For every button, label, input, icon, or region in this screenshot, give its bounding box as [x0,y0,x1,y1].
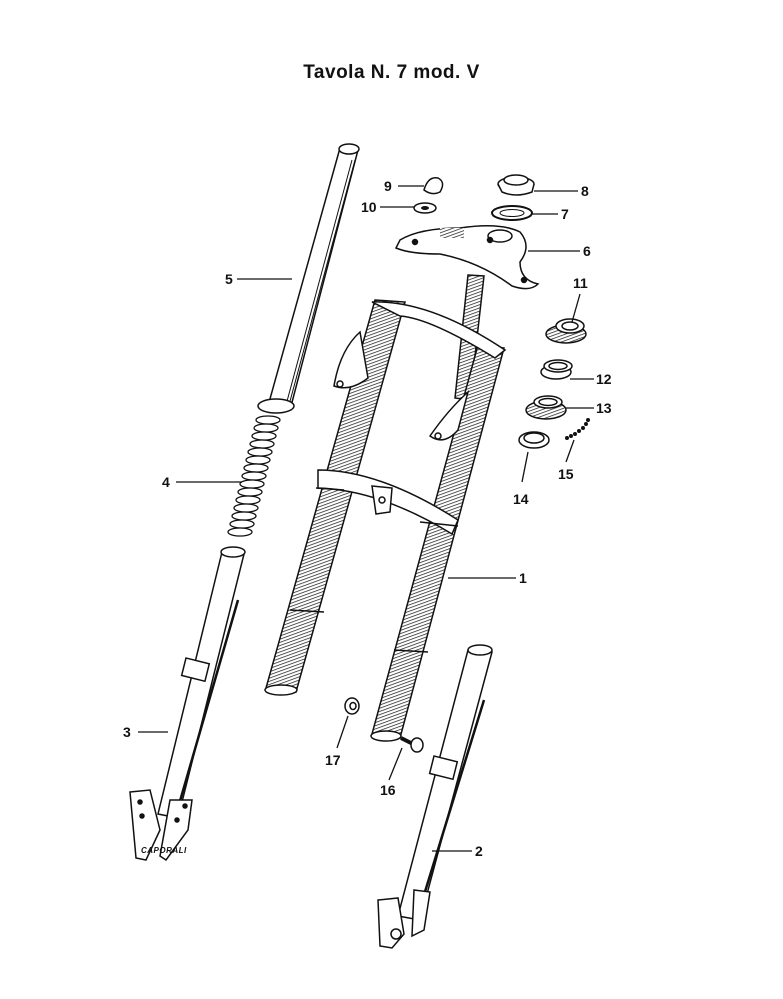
part-16-bolt [400,736,424,753]
callout-15: 15 [558,466,574,482]
callout-1: 1 [519,570,527,586]
callout-13: 13 [596,400,612,416]
part-1-fork-assembly [264,274,507,742]
callout-11: 11 [573,275,588,291]
callout-3: 3 [123,724,131,740]
leader-lines [138,185,594,852]
callout-10: 10 [361,199,377,215]
part-11-bearing [545,318,587,344]
part-2-right-slider [377,644,493,949]
callout-16: 16 [380,782,396,798]
part-17-nut [344,697,360,715]
part-8-steering-nut [497,174,535,196]
part-9-cap-nut [423,177,444,195]
part-6-top-yoke [394,225,540,290]
callout-12: 12 [596,371,612,387]
part-15-ball-bearings [565,418,590,440]
part-3-left-slider [129,546,246,862]
callout-8: 8 [581,183,589,199]
callout-17: 17 [325,752,341,768]
artist-signature: CAPORALI [141,846,187,855]
page-title: Tavola N. 7 mod. V [303,62,480,83]
callout-6: 6 [583,243,591,259]
callout-2: 2 [475,843,483,859]
part-13-bearing [525,395,567,420]
part-12-bearing [540,359,573,380]
callout-5: 5 [225,271,233,287]
callout-14: 14 [513,491,529,507]
part-5-stanchion [257,143,360,414]
callout-7: 7 [561,206,569,222]
callout-9: 9 [384,178,392,194]
part-14-bearing [518,431,550,449]
part-4-spring [227,415,281,537]
callout-4: 4 [162,474,170,490]
